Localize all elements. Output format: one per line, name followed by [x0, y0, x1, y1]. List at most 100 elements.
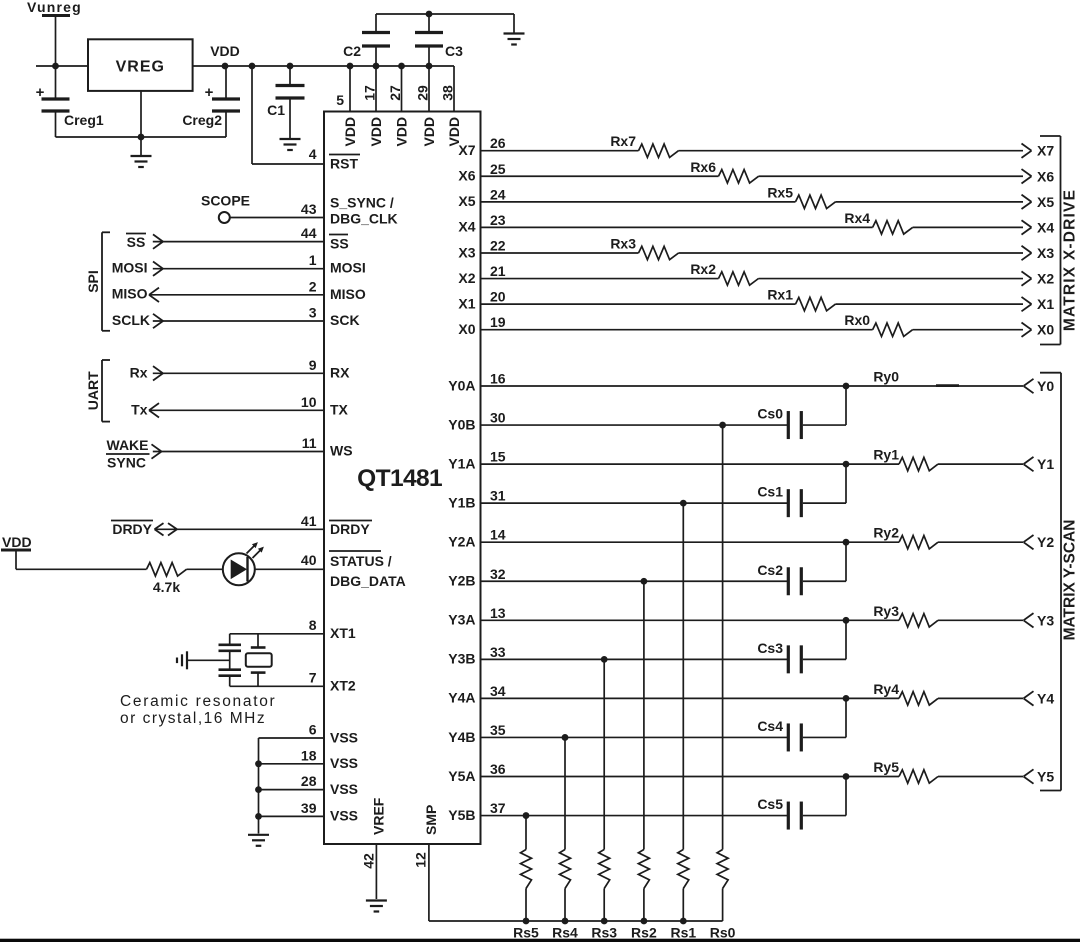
svg-text:24: 24 [490, 186, 506, 202]
svg-text:Rs3: Rs3 [591, 925, 617, 941]
svg-text:Rx: Rx [130, 364, 148, 380]
svg-text:DBG_CLK: DBG_CLK [330, 211, 398, 227]
svg-text:Rs2: Rs2 [631, 925, 657, 941]
svg-text:DBG_DATA: DBG_DATA [330, 573, 406, 589]
svg-text:SYNC: SYNC [107, 455, 146, 471]
svg-text:VDD: VDD [394, 117, 410, 147]
svg-text:Y3B: Y3B [448, 651, 475, 667]
svg-text:TX: TX [330, 401, 349, 417]
svg-text:Rx7: Rx7 [610, 133, 636, 149]
svg-text:Y4B: Y4B [448, 729, 475, 745]
svg-text:Cs0: Cs0 [757, 406, 783, 422]
svg-text:Ry2: Ry2 [873, 525, 899, 541]
svg-text:STATUS /: STATUS / [330, 553, 392, 569]
svg-text:X5: X5 [1037, 194, 1054, 210]
svg-text:Rs5: Rs5 [513, 925, 539, 941]
svg-text:19: 19 [490, 314, 506, 330]
svg-text:31: 31 [490, 488, 506, 504]
svg-text:4.7k: 4.7k [153, 579, 180, 595]
svg-text:Ceramic resonator: Ceramic resonator [120, 693, 276, 710]
svg-text:VDD: VDD [2, 534, 32, 550]
svg-text:Rx6: Rx6 [690, 159, 716, 175]
svg-text:12: 12 [413, 852, 429, 868]
svg-text:SCLK: SCLK [112, 312, 150, 328]
svg-text:38: 38 [440, 85, 456, 101]
svg-text:X1: X1 [458, 295, 475, 311]
svg-text:SCK: SCK [330, 312, 360, 328]
svg-text:11: 11 [302, 435, 317, 451]
svg-text:RST: RST [330, 156, 358, 172]
svg-text:C3: C3 [445, 43, 463, 59]
svg-text:10: 10 [301, 394, 317, 410]
svg-text:C1: C1 [267, 102, 285, 118]
svg-text:34: 34 [490, 683, 506, 699]
svg-text:22: 22 [490, 237, 506, 253]
svg-text:25: 25 [490, 161, 506, 177]
svg-text:QT1481: QT1481 [357, 465, 442, 492]
svg-text:DRDY: DRDY [112, 521, 152, 537]
svg-text:17: 17 [362, 85, 378, 101]
svg-text:Cs4: Cs4 [757, 718, 783, 734]
svg-text:Y4A: Y4A [448, 690, 475, 706]
svg-text:X3: X3 [1037, 245, 1054, 261]
svg-text:Y0: Y0 [1037, 378, 1054, 394]
svg-text:Y4: Y4 [1037, 690, 1054, 706]
svg-text:7: 7 [309, 669, 317, 685]
svg-text:X7: X7 [1037, 143, 1054, 159]
svg-text:Ry5: Ry5 [873, 759, 899, 775]
svg-text:X0: X0 [1037, 322, 1054, 338]
svg-text:XT1: XT1 [330, 625, 356, 641]
svg-text:WAKE: WAKE [107, 437, 149, 453]
svg-text:4: 4 [309, 146, 317, 162]
svg-text:Rs0: Rs0 [710, 925, 736, 941]
svg-text:20: 20 [490, 289, 506, 305]
svg-text:Y1: Y1 [1037, 456, 1054, 472]
svg-text:27: 27 [387, 85, 403, 101]
svg-text:MOSI: MOSI [112, 260, 148, 276]
svg-text:RX: RX [330, 364, 350, 380]
svg-text:X5: X5 [458, 193, 475, 209]
svg-text:5: 5 [336, 92, 344, 108]
svg-text:32: 32 [490, 566, 506, 582]
svg-text:VREG: VREG [116, 59, 165, 76]
svg-text:VDD: VDD [446, 117, 462, 147]
svg-text:14: 14 [490, 527, 506, 543]
svg-text:or crystal,16 MHz: or crystal,16 MHz [120, 710, 266, 727]
svg-text:37: 37 [490, 800, 506, 816]
svg-text:X3: X3 [458, 244, 475, 260]
svg-text:Ry1: Ry1 [873, 447, 899, 463]
svg-text:VSS: VSS [330, 808, 358, 824]
svg-text:WS: WS [330, 443, 353, 459]
svg-text:18: 18 [301, 747, 317, 763]
svg-text:35: 35 [490, 722, 506, 738]
svg-text:MOSI: MOSI [330, 260, 366, 276]
svg-text:X2: X2 [1037, 271, 1054, 287]
svg-text:MISO: MISO [112, 286, 148, 302]
svg-text:42: 42 [361, 853, 377, 869]
svg-text:Y2B: Y2B [448, 573, 475, 589]
svg-text:X6: X6 [1037, 168, 1054, 184]
svg-text:30: 30 [490, 410, 506, 426]
svg-text:X0: X0 [458, 321, 475, 337]
svg-text:VDD: VDD [421, 117, 437, 147]
svg-text:Rx3: Rx3 [610, 235, 636, 251]
svg-text:Y0A: Y0A [448, 377, 475, 393]
svg-text:X4: X4 [1037, 219, 1054, 235]
svg-text:Rs4: Rs4 [552, 925, 578, 941]
svg-text:MATRIX Y-SCAN: MATRIX Y-SCAN [1062, 520, 1079, 641]
svg-text:8: 8 [309, 617, 317, 633]
svg-text:Rx5: Rx5 [767, 184, 793, 200]
svg-text:26: 26 [490, 135, 506, 151]
svg-text:X1: X1 [1037, 296, 1054, 312]
svg-text:Cs5: Cs5 [757, 796, 783, 812]
svg-text:VDD: VDD [210, 43, 240, 59]
svg-text:36: 36 [490, 761, 506, 777]
svg-text:SCOPE: SCOPE [201, 193, 250, 209]
svg-text:44: 44 [301, 225, 317, 241]
svg-text:VDD: VDD [342, 117, 358, 147]
svg-text:2: 2 [309, 278, 317, 294]
svg-text:Rs1: Rs1 [670, 925, 696, 941]
svg-text:XT2: XT2 [330, 678, 356, 694]
svg-text:Cs2: Cs2 [757, 562, 783, 578]
svg-text:Ry0: Ry0 [873, 369, 899, 385]
